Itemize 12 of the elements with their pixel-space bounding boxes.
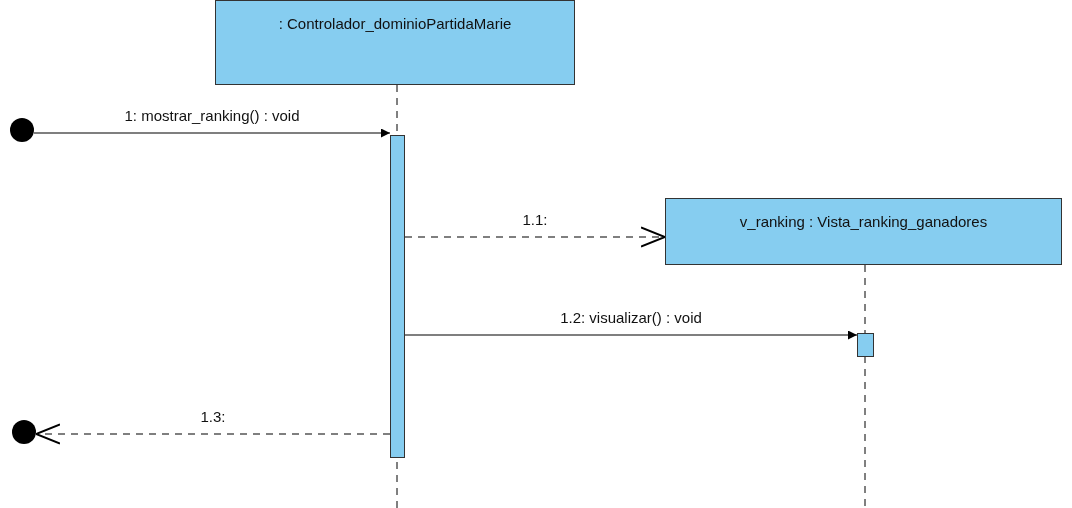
lifeline-head: v_ranking : Vista_ranking_ganadores (665, 198, 1062, 265)
activation-bar (857, 333, 874, 357)
message-arrow (35, 423, 391, 445)
lifeline-head: : Controlador_dominioPartidaMarie (215, 0, 575, 85)
message-arrow (404, 330, 858, 340)
message-arrow (404, 226, 666, 248)
start-dot (12, 420, 36, 444)
activation-bar (390, 135, 405, 458)
edge-label: 1.2: visualizar() : void (558, 309, 704, 326)
edge-label: 1: mostrar_ranking() : void (122, 107, 302, 124)
message-arrow (33, 128, 391, 138)
start-dot (10, 118, 34, 142)
